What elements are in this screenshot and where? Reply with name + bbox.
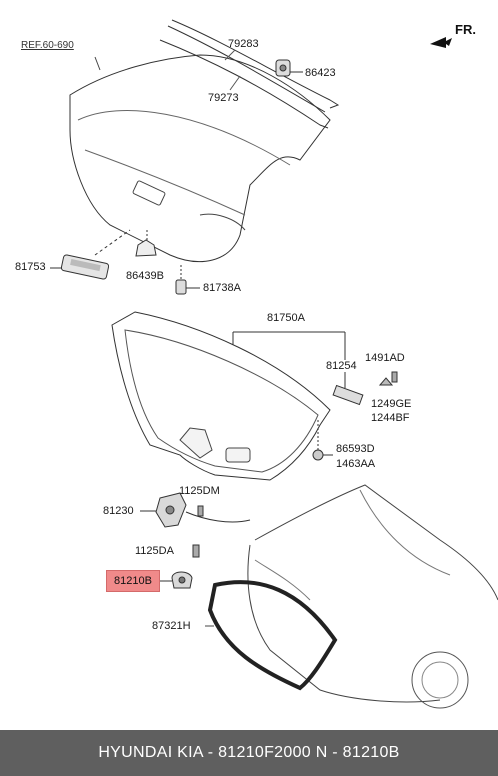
- bracket-86439B-drawing: [135, 239, 157, 257]
- part-label-79273[interactable]: 79273: [208, 92, 239, 104]
- part-label-81753[interactable]: 81753: [15, 261, 46, 273]
- striker-81210B-drawing: [160, 571, 193, 589]
- part-label-1463AA[interactable]: 1463AA: [336, 458, 376, 470]
- reference-label[interactable]: REF.60-690: [21, 40, 74, 51]
- part-label-1125DM[interactable]: 1125DM: [179, 485, 220, 497]
- part-label-1244BF[interactable]: 1244BF: [371, 412, 410, 424]
- trunk-rods-drawing: [159, 19, 340, 129]
- part-label-1125DA[interactable]: 1125DA: [135, 545, 174, 557]
- stop-lamp-drawing: [50, 229, 131, 280]
- part-label-86423[interactable]: 86423: [305, 67, 336, 79]
- front-direction-label: FR.: [455, 22, 476, 37]
- part-label-1249GE[interactable]: 1249GE: [371, 398, 412, 410]
- part-label-86439B[interactable]: 86439B: [126, 270, 164, 282]
- hinge-clip-drawing: [275, 59, 303, 77]
- part-label-87321H[interactable]: 87321H: [152, 620, 191, 632]
- part-label-81254[interactable]: 81254: [326, 360, 357, 372]
- bolt-1125DA-drawing: [192, 544, 200, 558]
- screws-drawing: [378, 371, 398, 386]
- diagram-drawing: [50, 19, 498, 709]
- bumper-81738A-drawing: [175, 265, 200, 295]
- fastener-86593D-drawing: [312, 420, 333, 461]
- car-rear-drawing: [205, 484, 498, 709]
- trunk-lid-drawing: [69, 54, 331, 263]
- part-number-footer: HYUNDAI KIA - 81210F2000 N - 81210B: [0, 730, 498, 776]
- latch-81230-drawing: [140, 492, 251, 528]
- trunk-trim-drawing: [111, 311, 346, 481]
- bracket-81254-drawing: [332, 372, 364, 406]
- part-label-79283[interactable]: 79283: [228, 38, 259, 50]
- part-label-1491AD[interactable]: 1491AD: [365, 352, 405, 364]
- part-label-81738A[interactable]: 81738A: [203, 282, 241, 294]
- parts-diagram: REF.60-690 FR. 79283 86423 79273 81753 8…: [15, 19, 498, 709]
- part-label-86593D[interactable]: 86593D: [336, 443, 375, 455]
- front-arrow-icon: [430, 37, 452, 48]
- part-label-81230[interactable]: 81230: [103, 505, 134, 517]
- part-label-81210B-highlighted[interactable]: 81210B: [106, 570, 160, 592]
- part-label-81750A[interactable]: 81750A: [267, 312, 305, 324]
